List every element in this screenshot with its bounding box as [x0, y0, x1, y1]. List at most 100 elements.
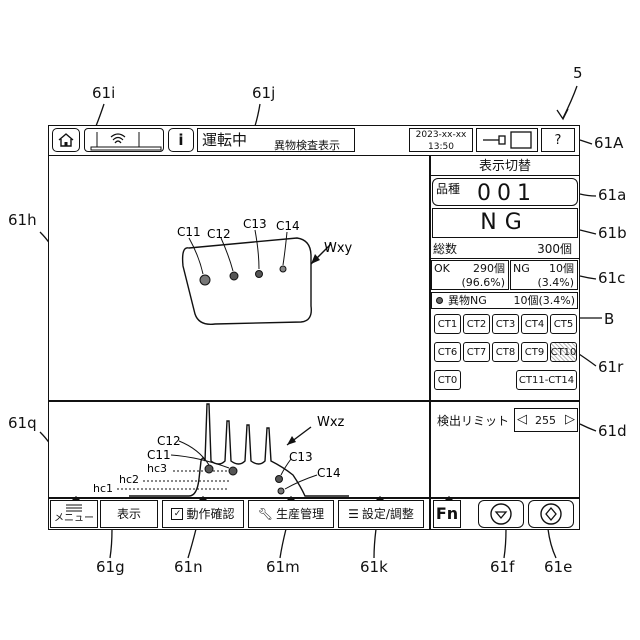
product-box[interactable]: 品種 001 [432, 178, 578, 206]
image-view: C11 C12 C13 C14 Wxy [49, 156, 429, 400]
home-button[interactable] [52, 128, 80, 152]
total-row: 総数 300個 [430, 240, 580, 259]
home-icon [57, 132, 75, 148]
ct-button-7[interactable]: CT7 [463, 342, 490, 362]
wrench-icon: 🔧︎ [258, 507, 273, 521]
total-label: 総数 [433, 243, 457, 255]
ct-button-5[interactable]: CT5 [550, 314, 577, 334]
ref-61f: 61f [490, 560, 514, 575]
ng-percent: (3.4%) [537, 277, 574, 288]
ct-button-8[interactable]: CT8 [492, 342, 519, 362]
status-box: 運転中 異物検査表示 [197, 128, 355, 152]
limit-increase-icon[interactable]: ▷ [565, 413, 575, 426]
foreign-point-c11 [200, 275, 210, 285]
ng-count: 10個 [549, 263, 574, 274]
foreign-point-c14 [280, 266, 286, 272]
signal-icon [85, 129, 165, 153]
result-value: NG [480, 212, 530, 234]
wave-point-c14 [278, 488, 284, 494]
production-tab[interactable]: 🔧︎ 生産管理 [248, 500, 334, 528]
wave-label-c12: C12 [157, 434, 181, 448]
fn-label: Fn [436, 506, 458, 522]
ct-button-2[interactable]: CT2 [463, 314, 490, 334]
info-icon: i [178, 133, 183, 148]
ref-61m: 61m [266, 560, 300, 575]
wave-label-hc2: hc2 [119, 473, 139, 486]
help-button[interactable]: ? [541, 128, 575, 152]
ref-61n: 61n [174, 560, 203, 575]
ref-61r: 61r [598, 360, 623, 375]
key-icon [477, 129, 537, 151]
label-c14: C14 [276, 219, 300, 233]
info-button[interactable]: i [168, 128, 194, 152]
ok-label: OK [434, 263, 450, 274]
start-button[interactable] [528, 500, 574, 528]
limit-value: 255 [535, 415, 556, 426]
stop-icon [490, 503, 512, 525]
panel-title[interactable]: 表示切替 [430, 157, 580, 176]
start-icon [540, 503, 562, 525]
ref-61d: 61d [598, 424, 627, 439]
key-status[interactable] [476, 128, 538, 152]
wave-label-c13: C13 [289, 450, 313, 464]
datetime-box: 2023-xx-xx 13:50 [409, 128, 473, 152]
ref-61g: 61g [96, 560, 125, 575]
label-wxz: Wxz [317, 415, 345, 430]
ct-button-9[interactable]: CT9 [521, 342, 548, 362]
ct-range-button[interactable]: CT11-CT14 [516, 370, 577, 390]
panel-limit-divider [429, 400, 580, 402]
ref-61i: 61i [92, 86, 115, 101]
production-label: 生産管理 [276, 508, 324, 520]
label-wxy: Wxy [324, 241, 353, 256]
ct-button-10[interactable]: CT10 [550, 342, 577, 362]
ref-5: 5 [573, 66, 583, 81]
date-text: 2023-xx-xx [410, 131, 472, 140]
limit-label: 検出リミット [437, 415, 509, 427]
fn-button[interactable]: Fn [433, 500, 461, 528]
menu-label: メニュー [54, 514, 94, 524]
foreign-point-c12 [230, 272, 238, 280]
display-label: 表示 [117, 508, 141, 520]
menu-icon [66, 504, 82, 512]
settings-icon: ☰ [348, 507, 359, 521]
checkbox-icon: ✓ [171, 508, 183, 520]
wave-point-c11 [205, 465, 213, 473]
limit-decrease-icon[interactable]: ◁ [517, 413, 527, 426]
label-c13: C13 [243, 217, 267, 231]
foreign-ng-count: 10個(3.4%) [513, 295, 575, 306]
stop-button[interactable] [478, 500, 524, 528]
ok-percent: (96.6%) [461, 277, 505, 288]
operation-check-tab[interactable]: ✓ 動作確認 [162, 500, 244, 528]
ref-61j: 61j [252, 86, 275, 101]
wave-label-hc1: hc1 [93, 482, 113, 495]
ct-button-0[interactable]: CT0 [434, 370, 461, 390]
ref-61e: 61e [544, 560, 572, 575]
mode-text: 異物検査表示 [274, 140, 340, 151]
product-label: 品種 [436, 183, 460, 195]
ct-button-4[interactable]: CT4 [521, 314, 548, 334]
settings-label: 設定/調整 [362, 508, 414, 520]
ref-B: B [604, 312, 614, 327]
display-tab[interactable]: 表示 [100, 500, 158, 528]
operation-check-label: 動作確認 [186, 508, 234, 520]
ct-button-6[interactable]: CT6 [434, 342, 461, 362]
main-divider [429, 155, 431, 530]
ref-61b: 61b [598, 226, 627, 241]
ok-box: OK 290個 (96.6%) [431, 260, 509, 290]
foreign-ng-icon [436, 297, 443, 304]
ok-count: 290個 [473, 263, 505, 274]
ct-button-1[interactable]: CT1 [434, 314, 461, 334]
foreign-ng-label: 異物NG [448, 295, 487, 306]
signal-indicator [84, 128, 164, 152]
ref-61c: 61c [598, 271, 625, 286]
foreign-ng-box: 異物NG 10個(3.4%) [431, 292, 578, 309]
ct-button-3[interactable]: CT3 [492, 314, 519, 334]
wave-label-hc3: hc3 [147, 462, 167, 475]
wave-label-c14: C14 [317, 466, 341, 480]
ng-label: NG [513, 263, 530, 274]
total-value: 300個 [537, 243, 572, 255]
settings-tab[interactable]: ☰ 設定/調整 [338, 500, 424, 528]
menu-button[interactable]: メニュー [50, 500, 98, 528]
waveform-view: Wxz C12 C11 C13 C14 hc1 hc2 hc3 [49, 401, 429, 497]
limit-control[interactable]: ◁ 255 ▷ [514, 408, 578, 432]
